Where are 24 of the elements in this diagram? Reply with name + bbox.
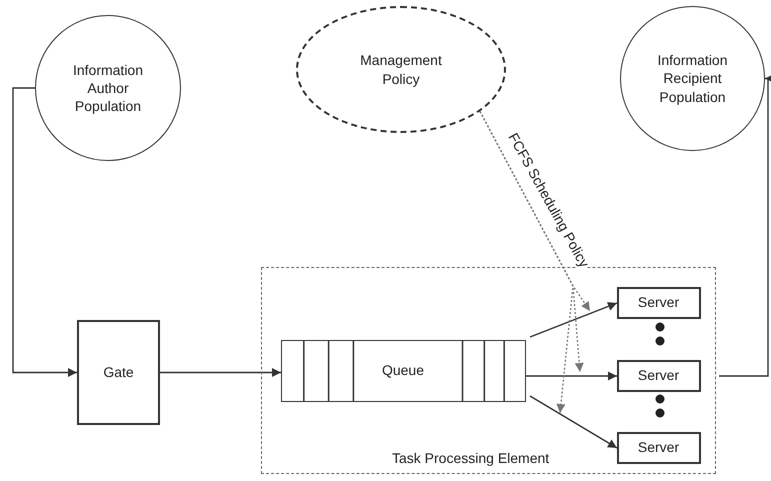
- arrow: [530, 302, 618, 338]
- arrow: [12, 87, 77, 377]
- node-label: Server: [636, 293, 680, 312]
- arrow: [719, 74, 771, 377]
- gate-box: [77, 320, 160, 425]
- node-label: Information Author Population: [72, 60, 144, 116]
- server-box: [616, 432, 700, 464]
- node-label: Server: [636, 366, 680, 385]
- node-label: Queue: [380, 361, 426, 380]
- arrow: [160, 368, 281, 377]
- arrow: [530, 395, 618, 449]
- population-circle: [620, 6, 765, 151]
- node-label: Task Processing Element: [391, 448, 550, 467]
- population-circle: [35, 15, 181, 161]
- server-box: [616, 360, 700, 392]
- node-label: Gate: [102, 363, 135, 382]
- arrow: [526, 372, 617, 380]
- policy-ellipse: [296, 6, 506, 133]
- server-box: [616, 286, 700, 318]
- node-label: Server: [636, 438, 680, 457]
- node-label: Information Recipient Population: [656, 51, 729, 106]
- node-label: Management Policy: [359, 51, 443, 88]
- processing-element-group: [261, 267, 716, 474]
- dotted-arrow: [479, 111, 574, 414]
